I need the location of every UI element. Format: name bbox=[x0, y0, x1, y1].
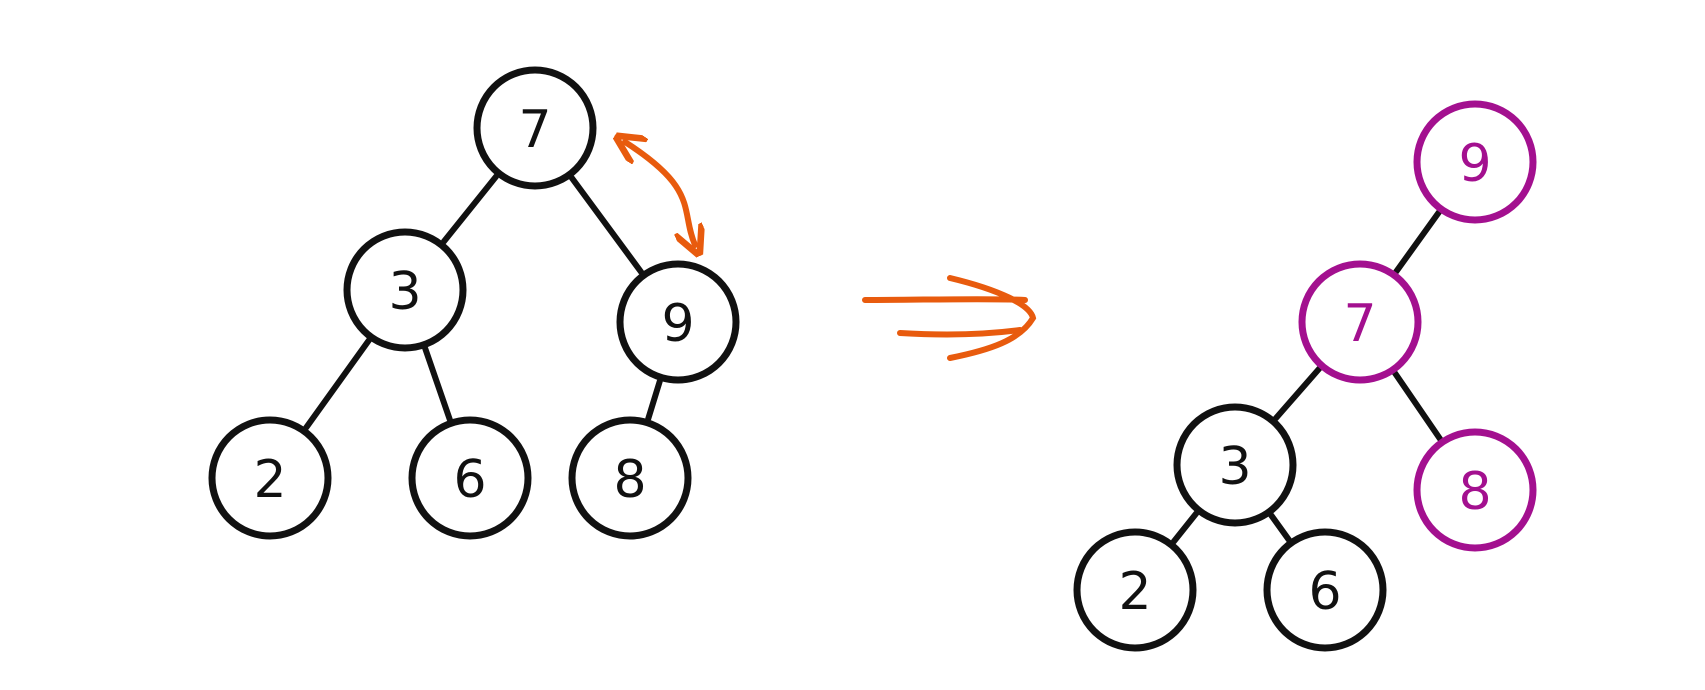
after-tree-edges bbox=[1170, 209, 1443, 545]
tree-node-circle bbox=[1263, 528, 1387, 652]
tree-node-label: 7 bbox=[1343, 294, 1376, 354]
tree-node-label: 3 bbox=[388, 262, 421, 322]
tree-node-a2: 2 bbox=[1073, 528, 1197, 652]
tree-node-a6: 6 bbox=[1263, 528, 1387, 652]
after-tree: 9 7 3 8 2 6 bbox=[1073, 100, 1537, 652]
tree-node-a7: 7 bbox=[1298, 260, 1422, 384]
tree-node-circle bbox=[1173, 403, 1297, 527]
tree-node-circle bbox=[1073, 528, 1197, 652]
tree-node-label: 3 bbox=[1218, 437, 1251, 497]
tree-node-label: 6 bbox=[1308, 562, 1341, 622]
tree-node-circle bbox=[408, 416, 532, 540]
tree-node-circle bbox=[1413, 428, 1537, 552]
tree-node-label: 6 bbox=[453, 450, 486, 510]
tree-node-b3: 3 bbox=[343, 228, 467, 352]
tree-edge-b3-b2 bbox=[303, 337, 372, 431]
tree-node-circle bbox=[208, 416, 332, 540]
tree-node-circle bbox=[616, 260, 740, 384]
tree-node-label: 8 bbox=[613, 450, 646, 510]
tree-node-label: 2 bbox=[1118, 562, 1151, 622]
tree-node-circle bbox=[568, 416, 692, 540]
tree-node-a9: 9 bbox=[1413, 100, 1537, 224]
tree-node-label: 9 bbox=[1458, 134, 1491, 194]
tree-edge-a7-a3 bbox=[1272, 365, 1323, 422]
tree-node-circle bbox=[1298, 260, 1422, 384]
tree-node-b6: 6 bbox=[408, 416, 532, 540]
tree-node-circle bbox=[1413, 100, 1537, 224]
tree-edge-a9-a7 bbox=[1393, 209, 1442, 275]
before-tree: 7 3 9 2 6 8 bbox=[208, 66, 740, 540]
tree-node-circle bbox=[473, 66, 597, 190]
tree-node-b2: 2 bbox=[208, 416, 332, 540]
tree-node-a8: 8 bbox=[1413, 428, 1537, 552]
tree-edge-b9-b8 bbox=[645, 378, 663, 422]
implies-arrow bbox=[862, 275, 1037, 361]
before-tree-nodes: 7 3 9 2 6 8 bbox=[208, 66, 740, 540]
tree-edge-b3-b6 bbox=[422, 345, 453, 423]
tree-node-label: 9 bbox=[661, 294, 694, 354]
tree-node-b9: 9 bbox=[616, 260, 740, 384]
tree-node-circle bbox=[343, 228, 467, 352]
tree-node-a3: 3 bbox=[1173, 403, 1297, 527]
after-tree-nodes: 9 7 3 8 2 6 bbox=[1073, 100, 1537, 652]
tree-node-label: 2 bbox=[253, 450, 286, 510]
swap-arrow bbox=[625, 142, 695, 245]
tree-edge-a3-a6 bbox=[1268, 512, 1292, 543]
tree-edge-a7-a8 bbox=[1392, 370, 1443, 442]
tree-node-label: 7 bbox=[518, 100, 551, 160]
tree-edge-b7-b3 bbox=[440, 173, 500, 245]
tree-node-label: 8 bbox=[1458, 462, 1491, 522]
tree-edge-b7-b9 bbox=[568, 174, 645, 276]
tree-edge-a3-a2 bbox=[1170, 510, 1200, 545]
tree-node-b7: 7 bbox=[473, 66, 597, 190]
tree-node-b8: 8 bbox=[568, 416, 692, 540]
